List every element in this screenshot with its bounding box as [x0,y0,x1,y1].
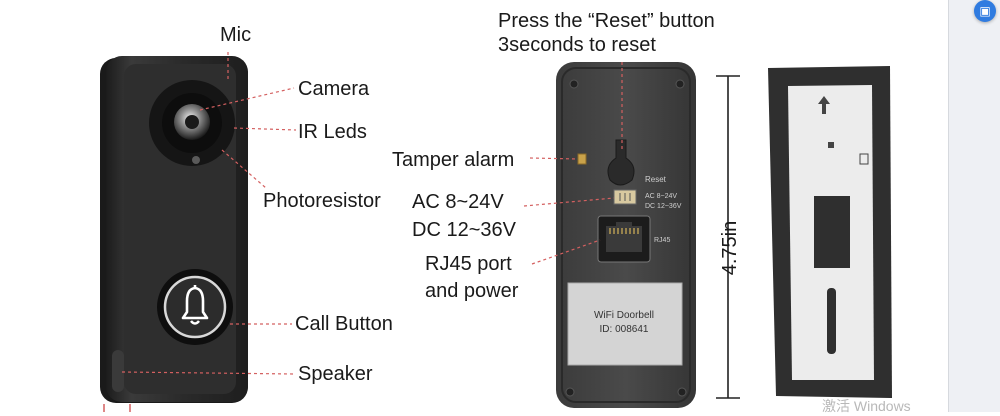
ir-leds-label: IR Leds [298,121,367,143]
leader-camera [199,87,295,111]
dimension-marker [716,75,740,399]
rj45-pins [609,228,639,234]
call-button [163,275,227,339]
speaker-label: Speaker [298,363,373,385]
speaker-grille [112,350,124,392]
leader-lines [121,52,623,375]
mounting-bracket [768,66,892,398]
id-sticker [567,282,683,366]
camera-lens-center [185,115,199,129]
bracket-slot [827,288,836,354]
ac-power-label: AC 8~24V [412,191,504,213]
bracket-hole-top [828,142,834,148]
screw-bottom-right [677,387,687,397]
leader-speaker [121,371,295,375]
screw-top-left [569,79,579,89]
document-icon: ▣ [979,4,991,18]
rj45-label-line1: RJ45 port [425,253,512,275]
doorbell-front [100,56,248,412]
tamper-switch [577,153,587,165]
leader-rj45 [531,239,601,265]
windows-activation-watermark: 激活 Windows [822,398,911,414]
screw-bottom-left [565,387,575,397]
rj45-label-line2: and power [425,280,519,302]
back-body-edge [561,67,691,403]
reset-label-line1: Press the “Reset” button [498,10,715,32]
call-button-label: Call Button [295,313,393,335]
rj45-clip [616,222,632,228]
mic-label: Mic [220,24,252,46]
photoresistor-label: Photoresistor [263,190,381,212]
back-rj45-text: RJ45 [654,237,670,244]
dimension-label: 4.75in [719,221,741,276]
back-dc-text: DC 12~36V [645,203,682,210]
leader-ir [233,127,297,131]
sidebar-action-button[interactable]: ▣ [974,0,996,22]
sticker-line1: WiFi Doorbell [594,310,654,321]
rj45-socket [606,226,642,252]
camera-label: Camera [298,78,370,100]
bracket-tab [859,153,869,165]
leader-photoresistor [221,149,267,189]
back-reset-text: Reset [645,175,667,184]
up-arrow-icon [818,96,830,114]
screw-top-right [675,79,685,89]
reset-keyhole [607,139,635,186]
right-sidebar [948,0,1000,412]
doorbell-diagram: WiFi Doorbell ID: 008641 Reset AC 8~24V … [100,52,892,412]
back-ac-text: AC 8~24V [645,193,677,200]
sticker-line2: ID: 008641 [600,324,649,335]
photoresistor-dot [192,156,200,164]
dc-power-label: DC 12~36V [412,219,516,241]
bell-icon [181,285,209,325]
doorbell-back: WiFi Doorbell ID: 008641 Reset AC 8~24V … [556,62,696,408]
bracket-cutout [814,196,850,268]
leader-tamper [529,157,579,160]
reset-label-line2: 3seconds to reset [498,34,656,56]
tamper-alarm-label: Tamper alarm [392,149,515,171]
